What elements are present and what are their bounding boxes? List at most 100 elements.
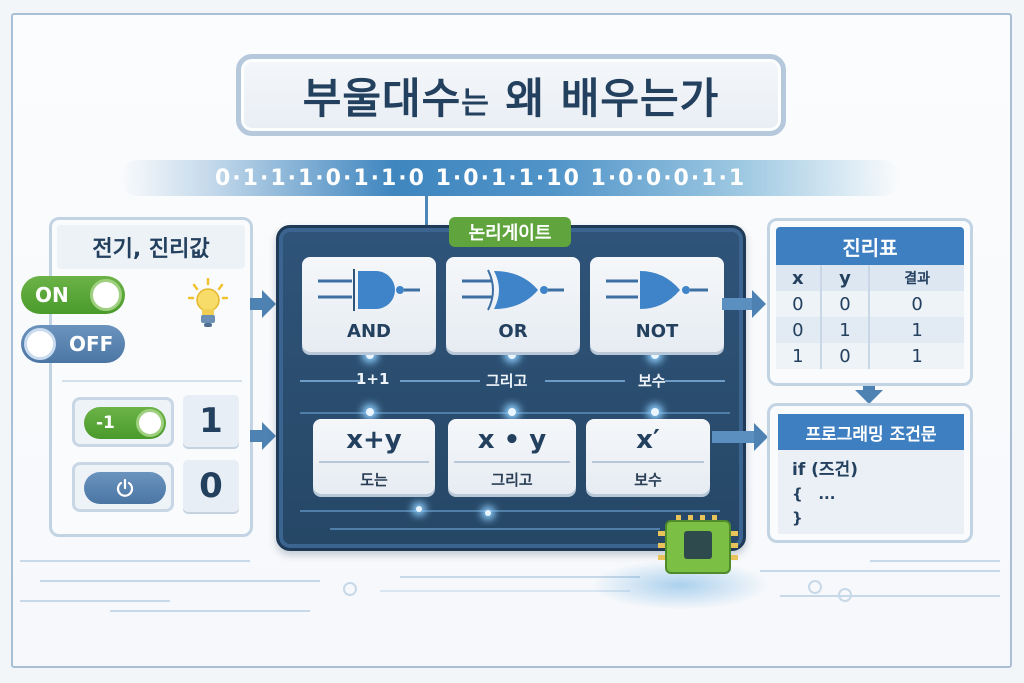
circuit-node <box>343 582 357 596</box>
gate-label: NOT <box>635 321 679 342</box>
circuit-node <box>838 588 852 602</box>
microchip-icon <box>658 515 738 574</box>
glow-node <box>651 351 659 359</box>
glow-node <box>651 408 659 416</box>
table-cell: 1 <box>820 317 871 343</box>
toggle-label: -1 <box>96 413 115 433</box>
truth-table: x y 결과 0 0 0 0 1 1 1 0 1 <box>776 265 964 369</box>
or-gate-card[interactable]: OR <box>446 257 580 352</box>
connector-label: 1+1 <box>356 370 390 388</box>
glow-node <box>485 510 491 516</box>
expression-card-not[interactable]: x′ 보수 <box>586 419 710 494</box>
lightbulb-icon <box>188 278 228 327</box>
circuit-trace <box>760 570 1000 572</box>
expression: x • y <box>477 425 547 455</box>
circuit-trace <box>40 580 320 582</box>
table-cell: 0 <box>820 343 871 369</box>
title-rest: 왜 배우는가 <box>489 73 720 123</box>
divider <box>62 380 242 382</box>
table-cell: 1 <box>869 343 964 369</box>
circuit-trace <box>870 560 1000 562</box>
circuit-line <box>330 528 660 530</box>
programming-conditional-panel: 프로그래밍 조건문 if (즈건) { ... } <box>767 403 973 543</box>
table-row: 1 0 1 <box>776 343 964 369</box>
connector-label: 보수 <box>638 372 666 390</box>
arrow-right-icon <box>712 423 768 451</box>
title-particle: 는 <box>461 85 490 121</box>
logic-gate-tag: 논리게이트 <box>449 217 571 247</box>
circuit-node <box>808 580 822 594</box>
circuit-line <box>545 380 625 382</box>
page-title: 부울대수는 왜 배우는가 <box>303 65 720 126</box>
off-toggle[interactable]: OFF <box>21 325 125 363</box>
code-block: if (즈건) { ... } <box>778 450 964 534</box>
expression: x+y <box>346 425 402 455</box>
circuit-line <box>665 380 725 382</box>
on-label: ON <box>35 283 69 307</box>
expression: x′ <box>636 425 660 455</box>
connector-label: 그리고 <box>486 372 528 390</box>
expression-meaning: 보수 <box>634 471 662 489</box>
toggle-knob <box>24 328 56 360</box>
circuit-trace <box>380 590 630 592</box>
table-cell: 0 <box>820 291 871 317</box>
title-main: 부울대수 <box>302 73 462 123</box>
arrow-down-icon <box>855 384 883 404</box>
code-line: if (즈건) <box>792 460 858 480</box>
table-cell: 1 <box>776 343 822 369</box>
minus-one-switch-frame: -1 <box>72 397 174 447</box>
expression-card-or[interactable]: x+y 도는 <box>313 419 435 494</box>
and-gate-card[interactable]: AND <box>302 257 436 352</box>
arrow-right-icon <box>250 290 276 318</box>
column-header: y <box>820 265 871 291</box>
power-button[interactable] <box>84 472 166 504</box>
circuit-line <box>400 380 480 382</box>
minus-one-toggle[interactable]: -1 <box>84 407 166 439</box>
not-gate-icon <box>606 271 708 309</box>
divider <box>592 461 704 463</box>
programming-heading: 프로그래밍 조건문 <box>778 414 964 450</box>
column-header: 결과 <box>869 265 964 291</box>
connector-line <box>425 195 428 225</box>
glow-node <box>508 351 516 359</box>
arrow-right-icon <box>722 290 766 318</box>
glow-node <box>366 408 374 416</box>
power-icon <box>116 478 134 497</box>
code-line: { ... <box>792 485 836 503</box>
circuit-trace <box>400 576 640 578</box>
title-banner: 부울대수는 왜 배우는가 <box>236 54 786 136</box>
circuit-trace <box>20 560 250 562</box>
truth-table-panel: 진리표 x y 결과 0 0 0 0 1 1 1 0 1 <box>767 218 973 386</box>
glow-node <box>366 351 374 359</box>
circuit-line <box>300 380 360 382</box>
on-toggle[interactable]: ON <box>21 276 125 314</box>
binary-stream: 0·1·1·1·0·1·1·0 1·0·1·1·10 1·0·0·0·1·1 <box>215 165 747 191</box>
gate-label: OR <box>498 321 528 342</box>
toggle-knob <box>136 409 164 437</box>
off-label: OFF <box>69 332 114 356</box>
expression-meaning: 그리고 <box>491 471 533 489</box>
expression-card-and[interactable]: x • y 그리고 <box>448 419 576 494</box>
circuit-trace <box>780 595 1000 597</box>
table-row: 0 0 0 <box>776 291 964 317</box>
not-gate-card[interactable]: NOT <box>590 257 724 352</box>
glow-node <box>416 506 422 512</box>
expression-meaning: 도는 <box>360 471 388 489</box>
gate-label: AND <box>347 321 391 342</box>
table-cell: 0 <box>776 317 822 343</box>
or-gate-icon <box>462 269 564 311</box>
table-cell: 1 <box>869 317 964 343</box>
binary-stream-band <box>120 160 900 196</box>
and-gate-icon <box>318 269 420 311</box>
digit-one: 1 <box>183 395 239 447</box>
power-switch-frame <box>72 462 174 512</box>
toggle-knob <box>90 279 122 311</box>
panel-heading: 전기, 진리값 <box>57 225 245 269</box>
truth-table-heading: 진리표 <box>776 227 964 265</box>
circuit-trace <box>20 600 170 602</box>
table-cell: 0 <box>776 291 822 317</box>
table-row: 0 1 1 <box>776 317 964 343</box>
code-line: } <box>792 509 803 527</box>
glow-node <box>508 408 516 416</box>
circuit-trace <box>110 610 310 612</box>
